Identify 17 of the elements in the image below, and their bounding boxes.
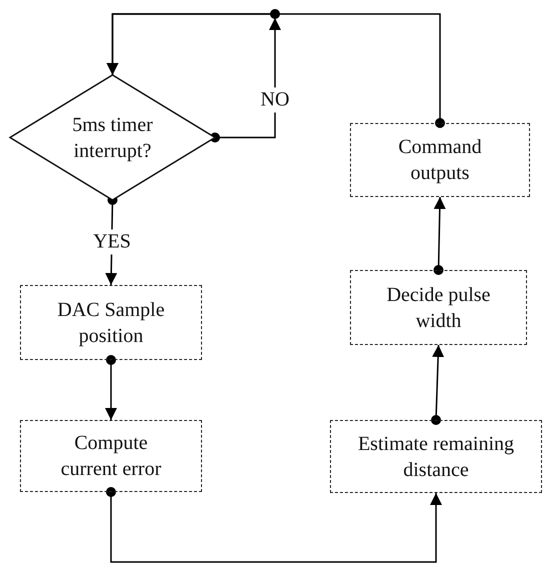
process-box <box>330 420 542 493</box>
process-box <box>350 270 527 345</box>
arrow <box>105 355 117 420</box>
node-label: Estimate remaining distance <box>356 432 516 482</box>
node-label: DAC Sample position <box>56 298 166 348</box>
arrow <box>431 344 444 425</box>
arrow <box>434 196 446 275</box>
node-label: Command outputs <box>397 135 483 186</box>
node-label: Decide pulse width <box>386 282 492 334</box>
process-box <box>20 420 202 492</box>
arrow <box>106 487 442 563</box>
node-label: Compute current error <box>60 431 162 482</box>
decision-diamond <box>10 75 215 200</box>
process-box <box>20 285 202 360</box>
node-label: 5ms timer interrupt? <box>71 112 154 164</box>
process-box <box>350 123 530 197</box>
arrow <box>106 9 281 142</box>
